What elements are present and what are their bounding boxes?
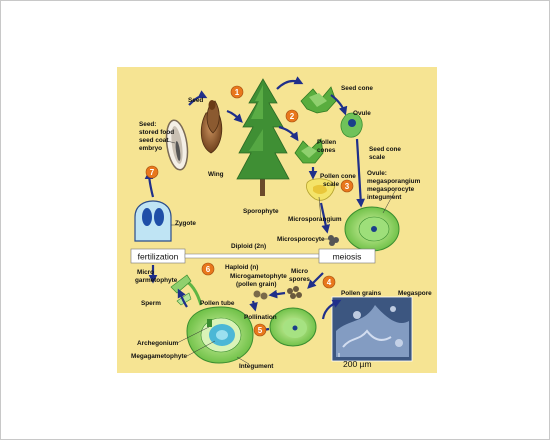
pollen-grain-icon — [253, 290, 268, 300]
step-markers: 1 2 3 4 5 6 7 — [145, 85, 354, 337]
seed-label: Seed — [188, 97, 203, 104]
pollination-label: Pollination — [244, 314, 277, 321]
micro-spores-line-2: spores — [289, 276, 310, 283]
micro-gametophyte-line-2: garmetophyte — [135, 277, 178, 284]
svg-text:7: 7 — [150, 168, 155, 177]
pollen-grains-label: Pollen grains — [341, 290, 382, 297]
svg-text:2: 2 — [290, 112, 295, 121]
microsporangium-label: Microsporangium — [288, 216, 342, 223]
zygote-label: Zygote — [175, 220, 196, 227]
microgametophyte-line-1: Microgametophyte — [230, 273, 287, 280]
meiosis-box — [318, 248, 376, 264]
step-7: 7 — [145, 165, 159, 179]
step-6: 6 — [201, 262, 215, 276]
archegonium-label: Archegonium — [137, 340, 179, 347]
svg-text:1: 1 — [235, 88, 240, 97]
megagametophyte-icon — [186, 306, 254, 364]
seed-cone-label: Seed cone — [341, 85, 373, 92]
megaspore-label: Megaspore — [398, 290, 432, 297]
pollen-cones-icon — [294, 138, 324, 164]
svg-text:6: 6 — [206, 265, 211, 274]
seed-cone-icon — [300, 86, 337, 114]
micro-spores-line-1: Micro — [291, 268, 308, 275]
pollen-cones-line-2: cones — [317, 147, 336, 154]
microspores-icon — [287, 286, 302, 299]
zygote-icon — [134, 200, 172, 242]
integument-label: Integument — [239, 363, 274, 370]
pine-tree-icon — [236, 78, 290, 196]
step-2: 2 — [285, 109, 299, 123]
seed-parts-line-4: embryo — [139, 145, 162, 152]
haploid-label: Haploid (n) — [225, 264, 258, 271]
ovule-parts-line-4: integument — [367, 194, 402, 201]
ovule-parts-line-3: megasporocyte — [367, 186, 415, 193]
seed-parts-line-3: seed coat — [139, 137, 169, 144]
svg-text:5: 5 — [258, 326, 263, 335]
svg-text:4: 4 — [327, 278, 332, 287]
ovule-cross-section-icon — [344, 206, 400, 252]
sperm-label: Sperm — [141, 300, 161, 307]
ovule-label: Ovule — [353, 110, 371, 117]
diploid-label: Diploid (2n) — [231, 243, 266, 250]
svg-text:3: 3 — [345, 182, 350, 191]
scale-bar-label: 200 µm — [343, 359, 372, 369]
meiosis-label: meiosis — [333, 252, 362, 262]
ovule-parts-line-2: megasporangium — [367, 178, 421, 185]
microsporocyte-icon — [328, 235, 339, 246]
pollen-cone-scale-line-1: Pollen cone — [320, 173, 356, 180]
seed-cross-section-icon — [165, 119, 189, 171]
seed-parts-line-1: Seed: — [139, 121, 156, 128]
micrograph-icon — [331, 296, 413, 362]
sporophyte-label: Sporophyte — [243, 208, 279, 215]
ovule-icon — [340, 112, 363, 138]
step-5: 5 — [253, 323, 267, 337]
pollination-ovule-icon — [269, 307, 317, 347]
leader-lines — [166, 140, 396, 365]
ovule-parts-line-1: Ovule: — [367, 170, 387, 177]
cycle-arrows — [144, 76, 366, 335]
pollen-cones-line-1: Pollen — [317, 139, 336, 146]
step-1: 1 — [230, 85, 244, 99]
fertilization-label: fertilization — [138, 252, 179, 262]
winged-seed-icon — [200, 100, 223, 154]
step-4: 4 — [322, 275, 336, 289]
microgametophyte-line-2: (pollen grain) — [236, 281, 276, 288]
step-3: 3 — [340, 179, 354, 193]
pollen-tube-icon — [170, 274, 203, 306]
pollen-cone-scale-line-2: scale — [323, 181, 339, 188]
seed-cone-scale-line-2: scale — [369, 154, 385, 161]
wing-label: Wing — [208, 171, 224, 178]
microsporocyte-label: Microsporocyte — [277, 236, 325, 243]
phase-bar: fertilization meiosis Diploid (2n) Haplo… — [130, 243, 376, 271]
micro-gametophyte-line-1: Micro — [137, 269, 154, 276]
pollen-tube-label: Pollen tube — [200, 300, 235, 307]
megagametophyte-label: Megagametophyte — [131, 353, 188, 360]
seed-cone-scale-line-1: Seed cone — [369, 146, 401, 153]
seed-parts-line-2: stored food — [139, 129, 174, 136]
pollen-cone-scale-icon — [306, 178, 336, 201]
